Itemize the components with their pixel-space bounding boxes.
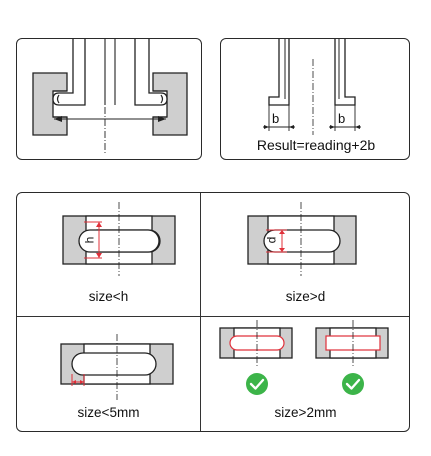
dimension-b-left-label: b [272,111,280,126]
dimension-b-right-label: b [338,111,346,126]
jaw-thickness-drawing [263,39,361,135]
check-icon [246,373,268,395]
grid-divider-horizontal [17,316,409,318]
result-formula-text: Result=reading+2b [256,137,376,153]
check-icon [342,373,364,395]
caption-size-gt-d: size>d [285,289,326,304]
caption-size-lt-5mm: size<5mm [77,405,140,420]
result-formula-panel: b b Result=reading+2b [220,38,410,160]
caliper-jaw-left [52,39,86,106]
grid-divider-vertical [200,193,202,431]
caption-size-gt-2mm: size>2mm [274,405,337,420]
inside-jaw-measurement-drawing [32,39,188,155]
caliper-jaw-right [134,39,168,106]
measure-diagram-panel [16,38,202,160]
caption-size-lt-h: size<h [88,289,129,304]
